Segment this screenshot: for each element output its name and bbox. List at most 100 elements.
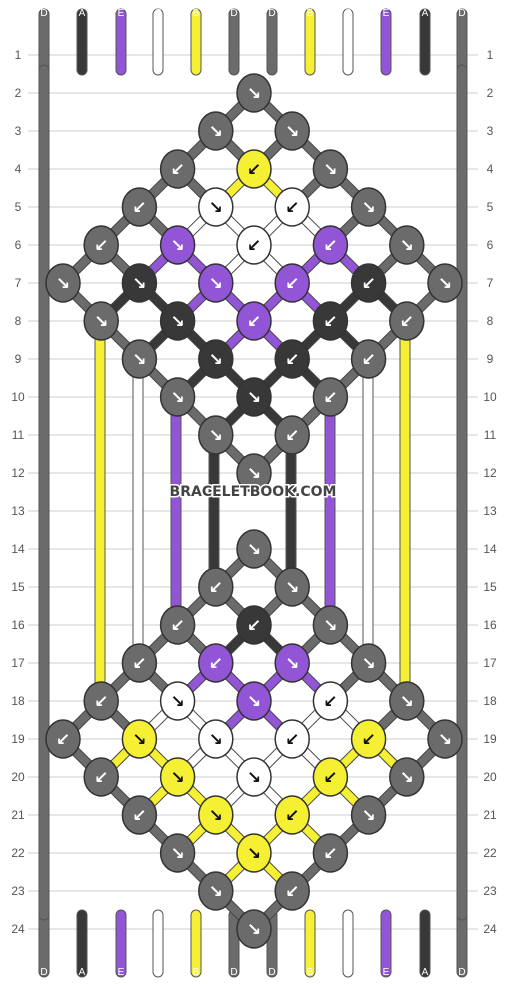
knot-oval [427, 263, 463, 303]
knot-arrow-icon: ↙ [400, 312, 414, 332]
knot-arrow-icon: ↙ [361, 350, 375, 370]
knot: ↘ [159, 757, 196, 797]
knot: ↘ [312, 605, 349, 645]
knot: ↘ [350, 643, 387, 683]
knot-oval [236, 301, 272, 341]
strand-label-top: C [154, 8, 161, 19]
knot-arrow-icon: ↘ [285, 654, 299, 674]
strand-label-bottom: C [344, 967, 351, 978]
knot-oval [274, 263, 310, 303]
row-number-right: 7 [487, 276, 494, 290]
knot: ↙ [236, 225, 272, 265]
knot: ↘ [389, 225, 425, 265]
row-number-right: 3 [487, 124, 494, 138]
knot-oval [198, 567, 234, 607]
row-number-left: 16 [11, 618, 25, 632]
knot-oval [236, 757, 272, 797]
knot-arrow-icon: ↙ [361, 730, 375, 750]
knot: ↘ [389, 681, 425, 721]
knot: ↙ [350, 263, 387, 303]
knot-arrow-icon: ↘ [247, 388, 261, 408]
knot-oval [236, 149, 272, 189]
knot-arrow-icon: ↙ [247, 160, 261, 180]
row-number-left: 23 [11, 884, 25, 898]
knot-arrow-icon: ↘ [132, 274, 146, 294]
row-number-left: 7 [15, 276, 22, 290]
strand-label-top: B [307, 8, 314, 19]
knot-arrow-icon: ↘ [209, 122, 223, 142]
knot-grid: ↘↘↘↙↙↘↙↘↙↘↙↘↙↙↘↘↘↘↙↙↘↘↘↙↙↙↘↘↙↙↘↘↙↘↙↘↘↙↘↙… [45, 73, 463, 949]
row-number-left: 6 [15, 238, 22, 252]
knot-oval [236, 225, 272, 265]
strand-label-top: B [193, 8, 200, 19]
row-number-right: 2 [487, 86, 494, 100]
knot: ↘ [236, 833, 272, 873]
knot-arrow-icon: ↘ [132, 730, 146, 750]
row-number-right: 17 [483, 656, 497, 670]
strand-label-bottom: D [230, 967, 237, 978]
knot-arrow-icon: ↘ [247, 692, 261, 712]
knot-oval [45, 719, 81, 759]
knot-arrow-icon: ↘ [170, 236, 184, 256]
knot-arrow-icon: ↙ [247, 312, 261, 332]
row-number-right: 13 [483, 504, 497, 518]
knot-oval [121, 187, 158, 227]
knot-arrow-icon: ↘ [209, 806, 223, 826]
knot-arrow-icon: ↙ [132, 806, 146, 826]
row-number-left: 20 [11, 770, 25, 784]
knot: ↙ [274, 719, 310, 759]
knot-arrow-icon: ↙ [132, 198, 146, 218]
knot-oval [274, 187, 310, 227]
strand-label-bottom: E [118, 967, 125, 978]
knot-arrow-icon: ↘ [247, 540, 261, 560]
strand-label-top: A [79, 8, 86, 19]
row-number-left: 3 [15, 124, 22, 138]
row-number-right: 1 [487, 48, 494, 62]
knot: ↙ [45, 719, 81, 759]
row-number-right: 5 [487, 200, 494, 214]
knot-arrow-icon: ↘ [361, 806, 375, 826]
knot-arrow-icon: ↘ [209, 198, 223, 218]
knot: ↙ [274, 263, 310, 303]
knot-oval [427, 719, 463, 759]
knot: ↘ [236, 757, 272, 797]
knot-oval [236, 453, 272, 493]
knot-arrow-icon: ↙ [94, 692, 108, 712]
knot: ↘ [389, 757, 425, 797]
row-number-right: 4 [487, 162, 494, 176]
knot-oval [389, 681, 425, 721]
knot-oval [312, 149, 349, 189]
strand-label-top: E [383, 8, 390, 19]
knot-oval [121, 339, 158, 379]
knot: ↙ [312, 225, 349, 265]
strand-label-top: D [458, 8, 465, 19]
knot-arrow-icon: ↙ [132, 654, 146, 674]
knot-oval [236, 909, 272, 949]
strand-label-top: C [344, 8, 351, 19]
knot-oval [350, 643, 387, 683]
knot-arrow-icon: ↘ [170, 768, 184, 788]
knot: ↙ [312, 301, 349, 341]
knot: ↘ [236, 73, 272, 113]
knot: ↙ [312, 757, 349, 797]
knot-oval [198, 871, 234, 911]
row-number-left: 17 [11, 656, 25, 670]
knot-oval [350, 339, 387, 379]
row-number-left: 14 [11, 542, 25, 556]
knot: ↘ [159, 833, 196, 873]
row-number-right: 14 [483, 542, 497, 556]
knot-oval [121, 643, 158, 683]
knot-arrow-icon: ↘ [209, 882, 223, 902]
knot-arrow-icon: ↙ [323, 768, 337, 788]
knot: ↘ [198, 871, 234, 911]
knot-oval [236, 529, 272, 569]
knot-arrow-icon: ↘ [209, 274, 223, 294]
row-number-right: 23 [483, 884, 497, 898]
knot-arrow-icon: ↙ [285, 806, 299, 826]
knot-arrow-icon: ↙ [361, 274, 375, 294]
row-number-right: 10 [483, 390, 497, 404]
row-number-left: 1 [15, 48, 22, 62]
knot-oval [236, 73, 272, 113]
row-number-right: 11 [484, 428, 497, 442]
strand-label-top: E [118, 8, 125, 19]
